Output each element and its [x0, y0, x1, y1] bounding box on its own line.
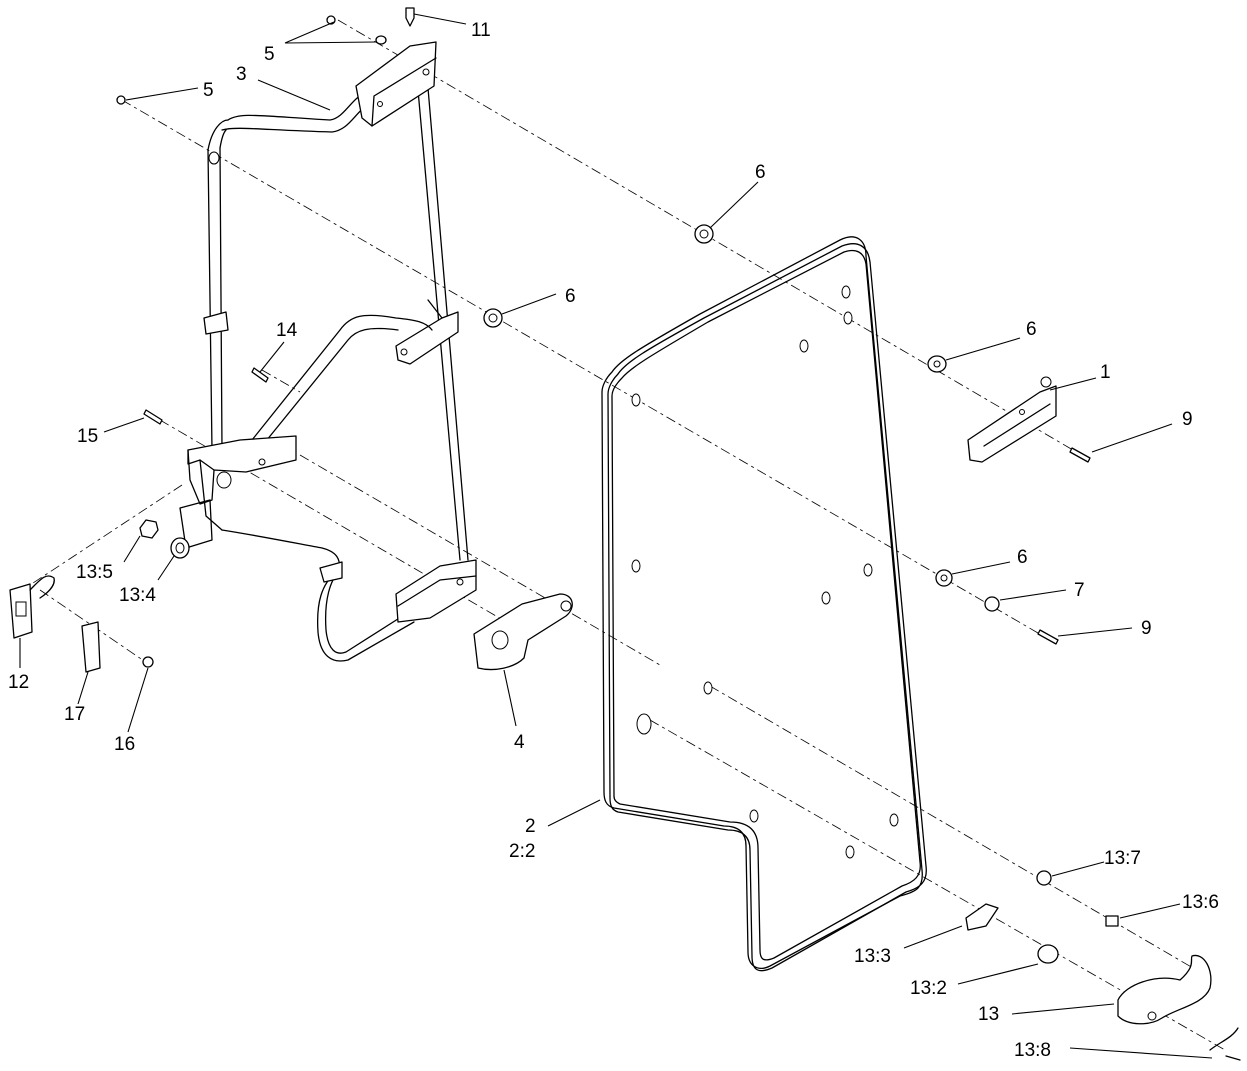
nut-16: [142, 656, 154, 668]
bushing-13-2: [1037, 944, 1059, 964]
nut-13-5: [139, 519, 159, 539]
nut-5-mid: [375, 35, 387, 45]
grease-fitting: [405, 7, 415, 27]
callout-13-4: 13:4: [119, 585, 156, 606]
key-13-8: [1209, 1027, 1241, 1061]
screw-15: [143, 409, 163, 425]
callout-6-top: 6: [755, 162, 766, 183]
callout-5-left: 5: [203, 80, 214, 101]
callout-2: 2: [525, 816, 536, 837]
mounting-plate: [473, 593, 573, 671]
callout-13-3: 13:3: [854, 946, 891, 967]
callout-6-mid: 6: [565, 286, 576, 307]
glass-panel: [601, 236, 927, 972]
callout-5-top: 5: [264, 44, 275, 65]
callout-9-upper: 9: [1182, 409, 1193, 430]
plate-17: [81, 621, 101, 673]
bolt-9b: [1037, 629, 1059, 645]
callout-2-2: 2:2: [509, 841, 535, 862]
callout-13: 13: [978, 1004, 999, 1025]
nut-5-left: [116, 95, 126, 105]
callout-12: 12: [8, 672, 29, 693]
bolt-9a: [1069, 447, 1091, 463]
callout-15: 15: [77, 426, 98, 447]
callout-9-lower: 9: [1141, 618, 1152, 639]
callout-7: 7: [1074, 580, 1085, 601]
washer-7: [984, 596, 1000, 612]
handle-13: [1117, 954, 1212, 1025]
gasket-13-3: [965, 903, 999, 931]
callout-13-2: 13:2: [910, 978, 947, 999]
hardware: [9, 7, 1241, 1061]
assembly-axis-lines: [29, 19, 1226, 1051]
frame-assembly: [179, 41, 477, 662]
callout-16: 16: [114, 734, 135, 755]
callout-11: 11: [471, 20, 491, 41]
pin-13-6: [1105, 915, 1119, 927]
washer-13-7: [1036, 870, 1052, 886]
callout-6-right: 6: [1026, 319, 1037, 340]
callout-14: 14: [276, 320, 298, 341]
callout-13-8: 13:8: [1014, 1040, 1051, 1061]
leader-lines: [19, 13, 1213, 1059]
callout-1: 1: [1100, 362, 1111, 383]
callout-13-7: 13:7: [1104, 848, 1141, 869]
latch-bracket: [967, 376, 1057, 463]
callout-17: 17: [64, 704, 85, 725]
callout-13-6: 13:6: [1182, 892, 1219, 913]
callout-4: 4: [514, 732, 525, 753]
screw-14: [251, 367, 269, 383]
panel-holes: [631, 285, 899, 859]
callout-labels: 5 11 3 5 6 6 6 1 9 14 15 6 7 9 13:5 13:4…: [8, 20, 1219, 1061]
callout-6-lower: 6: [1017, 547, 1028, 568]
callout-13-5: 13:5: [76, 562, 113, 583]
callout-3: 3: [236, 64, 247, 85]
